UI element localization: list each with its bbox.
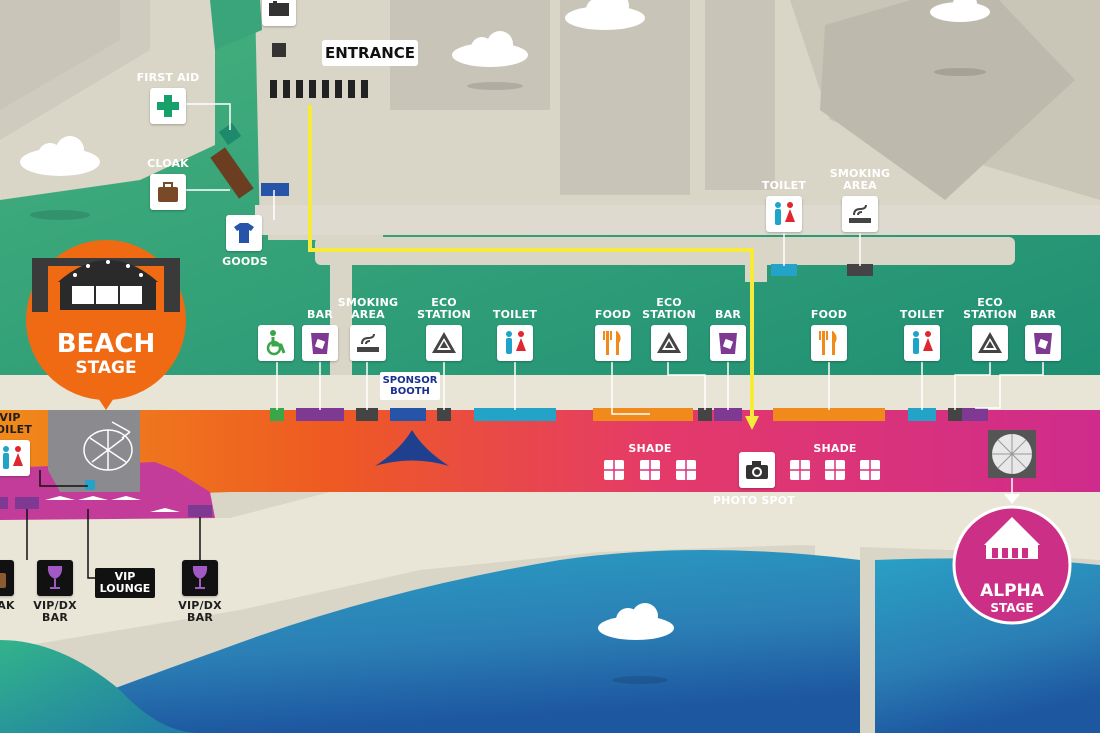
photo-spot-label: PHOTO SPOT (712, 494, 796, 507)
wine-glass-icon[interactable] (37, 560, 73, 596)
food-icon[interactable] (595, 325, 631, 361)
vip-toilet-label: VIP TOILET (0, 411, 33, 436)
toilet-icon[interactable] (497, 325, 533, 361)
toilet-label-1: TOILET (492, 308, 538, 321)
recycle-icon[interactable] (972, 325, 1008, 361)
toilet-label-2: TOILET (899, 308, 945, 321)
entrance-label: ENTRANCE (322, 40, 418, 66)
cloak-icon[interactable] (150, 174, 186, 210)
ticket-booth-icon (262, 0, 296, 26)
vip-dx-bar-label-2: VIP/DX BAR (178, 599, 222, 624)
smoking-icon[interactable] (350, 325, 386, 361)
food-label-2: FOOD (810, 308, 848, 321)
bar-label-2: BAR (715, 308, 741, 321)
bar-icon[interactable] (302, 325, 338, 361)
cloak-label-partial: AK (0, 599, 15, 612)
smoking-label-top: SMOKING AREA (829, 167, 891, 192)
eco-station-label-2: ECO STATION (642, 296, 696, 321)
smoking-icon[interactable] (842, 196, 878, 232)
shade-label-2: SHADE (813, 442, 857, 455)
eco-station-label-3: ECO STATION (963, 296, 1017, 321)
shade-label-1: SHADE (628, 442, 672, 455)
bar-label-3: BAR (1030, 308, 1056, 321)
toilet-icon[interactable] (766, 196, 802, 232)
smoking-label-row: SMOKING AREA (337, 296, 399, 321)
camera-icon[interactable] (739, 452, 775, 488)
goods-icon[interactable] (226, 215, 262, 251)
accessible-icon[interactable] (258, 325, 294, 361)
recycle-icon[interactable] (426, 325, 462, 361)
beach-stage-badge[interactable]: BEACH STAGE (26, 322, 186, 386)
bar-label-1: BAR (307, 308, 333, 321)
toilet-label-top: TOILET (761, 179, 807, 192)
cloak-icon[interactable] (0, 560, 14, 596)
eco-station-label-1: ECO STATION (417, 296, 471, 321)
alpha-stage-badge[interactable]: ALPHA STAGE (962, 578, 1062, 618)
recycle-icon[interactable] (651, 325, 687, 361)
bar-icon[interactable] (1025, 325, 1061, 361)
food-icon[interactable] (811, 325, 847, 361)
vip-dx-bar-label-1: VIP/DX BAR (33, 599, 77, 624)
wine-glass-icon[interactable] (182, 560, 218, 596)
sponsor-booth-label: SPONSOR BOOTH (380, 372, 440, 400)
alpha-stage-title: ALPHA (980, 580, 1044, 601)
food-label-1: FOOD (594, 308, 632, 321)
vip-lounge-label[interactable]: VIP LOUNGE (95, 568, 155, 598)
bar-icon[interactable] (710, 325, 746, 361)
goods-label: GOODS (222, 255, 268, 268)
alpha-stage-subtitle: STAGE (990, 600, 1034, 615)
first-aid-icon[interactable] (150, 88, 186, 124)
cloak-label: CLOAK (147, 157, 189, 170)
toilet-icon[interactable] (904, 325, 940, 361)
toilet-icon[interactable] (0, 440, 30, 476)
beach-stage-subtitle: STAGE (75, 358, 137, 378)
first-aid-label: FIRST AID (136, 71, 200, 84)
beach-stage-title: BEACH (56, 329, 156, 359)
